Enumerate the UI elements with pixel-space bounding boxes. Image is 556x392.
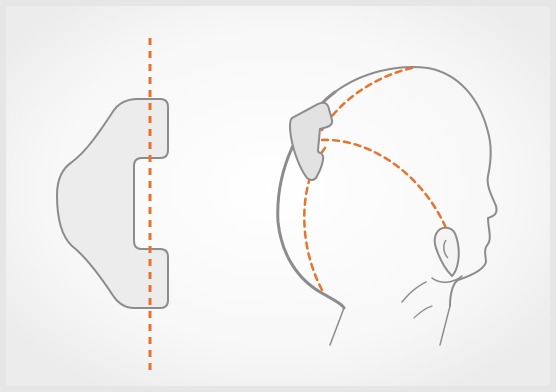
illustration-stage	[0, 0, 556, 392]
illustration-canvas	[0, 0, 556, 392]
